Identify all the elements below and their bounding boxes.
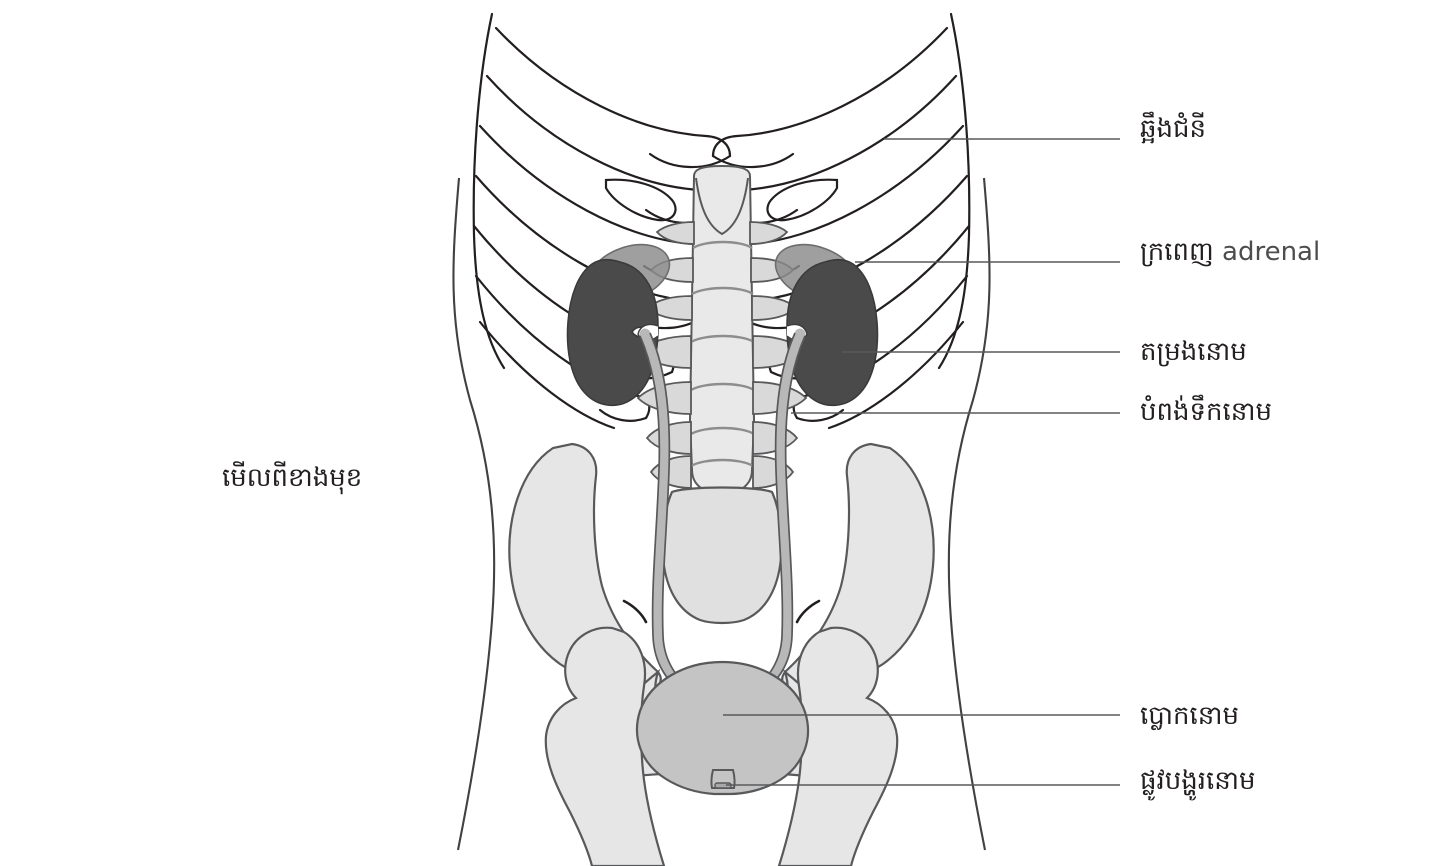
femurs: [544, 626, 899, 866]
ureter-right: [747, 328, 806, 700]
leader-lines: [723, 138, 1120, 786]
urinary-bladder: [635, 660, 810, 796]
label-text-urethra: ផ្លូវបង្ហូរនោម: [1140, 766, 1256, 796]
label-text-bladder: ប្លោកនោម: [1140, 701, 1240, 731]
label-ureter: បំពង់ទឹកនោម: [1140, 396, 1272, 429]
label-text-ureter: បំពង់ទឹកនោម: [1140, 397, 1273, 427]
ureter-left: [639, 328, 698, 700]
kidneys: [566, 258, 879, 407]
ureters: [639, 328, 806, 700]
label-bladder: ប្លោកនោម: [1140, 700, 1239, 733]
label-text-adrenal-gland: ក្រពេញ: [1140, 237, 1214, 267]
body-outline: [452, 177, 991, 851]
label-ribs: ឆ្អឹងជំនី: [1140, 113, 1206, 146]
label-kidney: តម្រងនោម: [1140, 336, 1247, 369]
view-note-label: មើលពីខាងមុខ: [222, 463, 363, 493]
label-latin-adrenal-gland: adrenal: [1213, 237, 1321, 267]
label-text-ribs: ឆ្អឹងជំនី: [1140, 114, 1207, 144]
label-urethra: ផ្លូវបង្ហូរនោម: [1140, 765, 1256, 798]
label-text-kidney: តម្រងនោម: [1140, 337, 1247, 367]
femur-left: [544, 626, 666, 866]
label-adrenal-gland: ក្រពេញ adrenal: [1140, 236, 1320, 269]
